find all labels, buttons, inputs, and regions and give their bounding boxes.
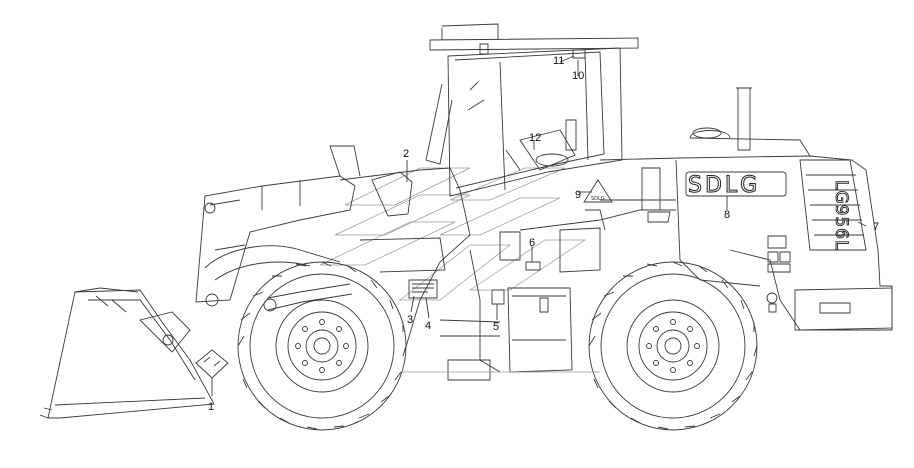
callout-7: 7 — [873, 221, 879, 233]
decals — [195, 179, 791, 379]
callout-11: 11 — [553, 55, 564, 67]
callout-1: 1 — [208, 401, 214, 413]
loader-body — [339, 87, 893, 381]
front-wheel — [237, 261, 407, 431]
leader-lines — [211, 55, 867, 396]
watermark — [319, 167, 587, 301]
callout-6: 6 — [529, 237, 535, 249]
callout-5: 5 — [493, 321, 499, 333]
callout-numbers: 1 2 3 4 5 6 7 8 9 10 11 12 — [208, 55, 879, 413]
rear-wheel — [588, 261, 758, 431]
callout-9: 9 — [575, 189, 581, 201]
model-text: LG956L — [831, 180, 851, 251]
brand-panel — [685, 171, 787, 197]
cab — [425, 23, 639, 197]
emblem-text: SDLG — [591, 196, 605, 202]
callout-8: 8 — [724, 209, 730, 221]
callout-3: 3 — [407, 314, 413, 326]
boom-arm — [195, 145, 361, 312]
callout-4: 4 — [425, 320, 431, 332]
sdlg-emblem-icon — [583, 179, 613, 203]
callout-12: 12 — [529, 132, 541, 144]
brand-text: SDLG — [688, 173, 760, 198]
callout-2: 2 — [403, 148, 409, 160]
callout-10: 10 — [572, 70, 584, 82]
bucket — [39, 287, 215, 419]
